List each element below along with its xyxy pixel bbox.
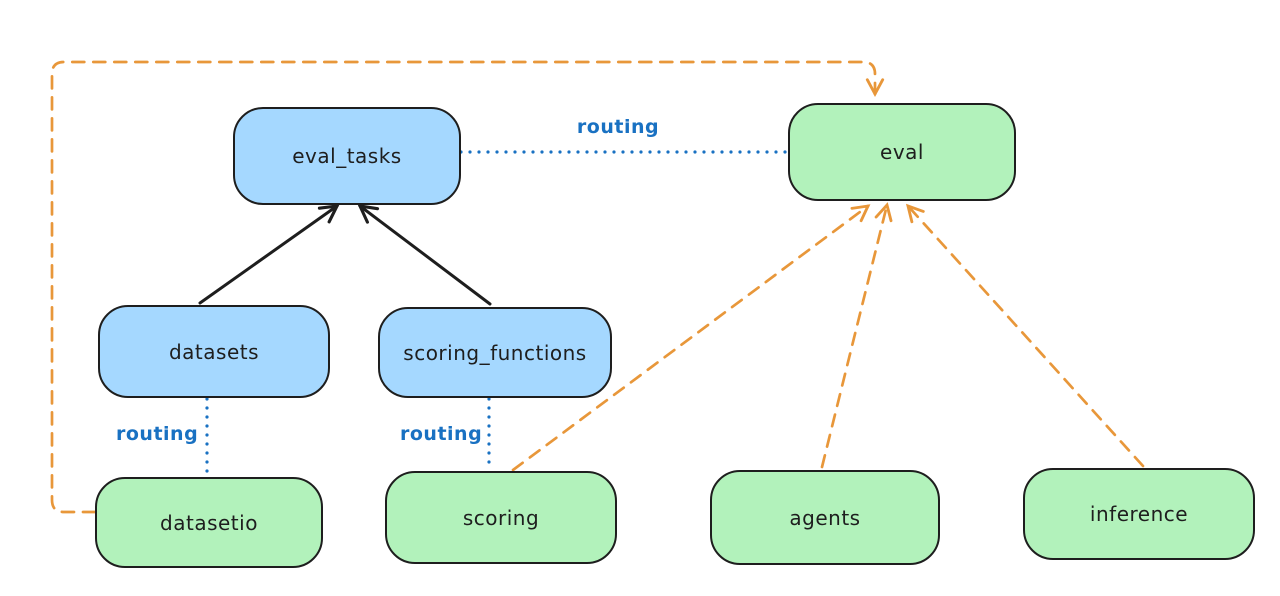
edge-scoring-functions-to-eval-tasks xyxy=(357,204,492,306)
node-scoring-functions-label: scoring_functions xyxy=(403,340,587,365)
node-scoring: scoring xyxy=(385,471,617,564)
node-eval: eval xyxy=(788,103,1016,201)
edge-label-routing-top: routing xyxy=(576,116,660,138)
node-eval-tasks: eval_tasks xyxy=(233,107,461,205)
edge-datasetio-to-eval xyxy=(50,60,885,514)
node-scoring-label: scoring xyxy=(462,505,540,530)
edge-inference-to-eval xyxy=(905,203,1145,468)
node-inference-label: inference xyxy=(1089,502,1189,526)
node-datasets-label: datasets xyxy=(168,339,260,364)
node-datasets: datasets xyxy=(98,305,330,398)
node-inference: inference xyxy=(1023,468,1255,560)
node-datasetio-label: datasetio xyxy=(160,510,258,535)
node-eval-label: eval xyxy=(880,140,924,164)
node-scoring-functions: scoring_functions xyxy=(378,307,612,398)
node-agents-label: agents xyxy=(789,505,861,530)
edge-agents-to-eval xyxy=(820,202,893,469)
edge-label-routing-datasets: routing xyxy=(116,423,199,445)
edge-label-routing-scoring: routing xyxy=(400,423,483,445)
node-eval-tasks-label: eval_tasks xyxy=(292,144,402,168)
edge-datasets-to-eval-tasks xyxy=(198,204,340,305)
node-agents: agents xyxy=(710,470,940,565)
edge-scoring-to-eval xyxy=(511,204,871,472)
node-datasetio: datasetio xyxy=(95,477,323,568)
